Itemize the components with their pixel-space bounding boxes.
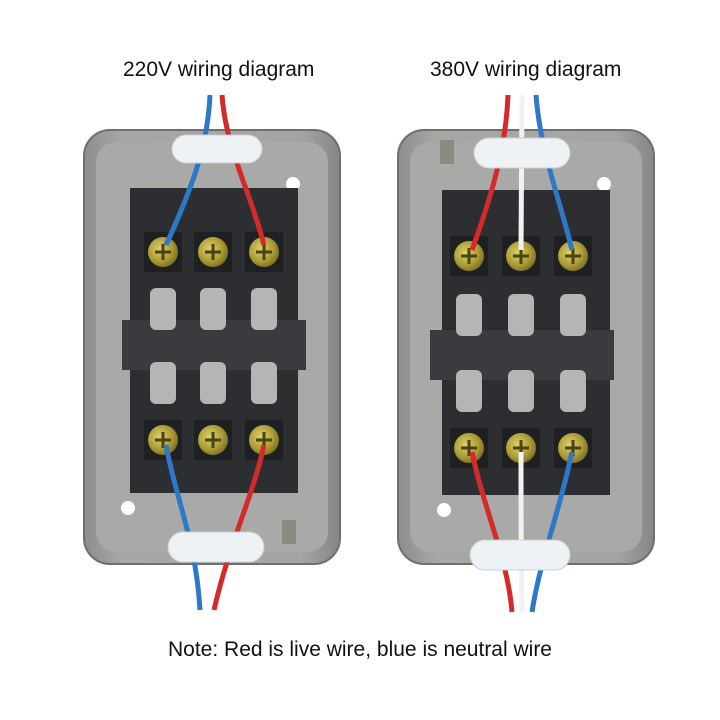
screw-row-top xyxy=(450,236,592,276)
contact-row-top xyxy=(456,294,586,336)
screw-row-bottom xyxy=(450,428,592,468)
contact-row-bottom xyxy=(150,362,277,404)
grommet-bottom xyxy=(167,531,265,563)
switch-box-380v xyxy=(397,94,655,613)
contact-row-top xyxy=(150,288,277,330)
switch-box-220v xyxy=(83,94,341,611)
wire-blue-top xyxy=(533,94,575,251)
wire-red-bottom xyxy=(211,444,267,611)
grommet-top xyxy=(171,134,263,164)
wire-blue-bottom xyxy=(529,451,575,613)
mount-hole xyxy=(286,177,300,191)
ground-screw-icon xyxy=(440,140,454,164)
wire-white-bottom xyxy=(518,451,525,613)
grommet-top xyxy=(473,137,571,169)
title-380v: 380V wiring diagram xyxy=(430,58,622,81)
wire-color-note: Note: Red is live wire, blue is neutral … xyxy=(168,638,552,661)
title-220v: 220V wiring diagram xyxy=(123,58,315,81)
ground-screw-icon xyxy=(282,520,296,544)
wire-red-bottom xyxy=(469,451,515,613)
mount-hole xyxy=(121,501,135,515)
mount-hole xyxy=(597,177,611,191)
wire-white-top xyxy=(518,94,525,251)
screw-row-bottom xyxy=(144,420,283,460)
wire-red-top xyxy=(469,94,511,251)
contact-row-bottom xyxy=(456,370,586,412)
mount-hole xyxy=(437,503,451,517)
wire-red-top xyxy=(219,94,267,246)
wire-blue-bottom xyxy=(163,444,203,611)
grommet-bottom xyxy=(469,539,571,571)
